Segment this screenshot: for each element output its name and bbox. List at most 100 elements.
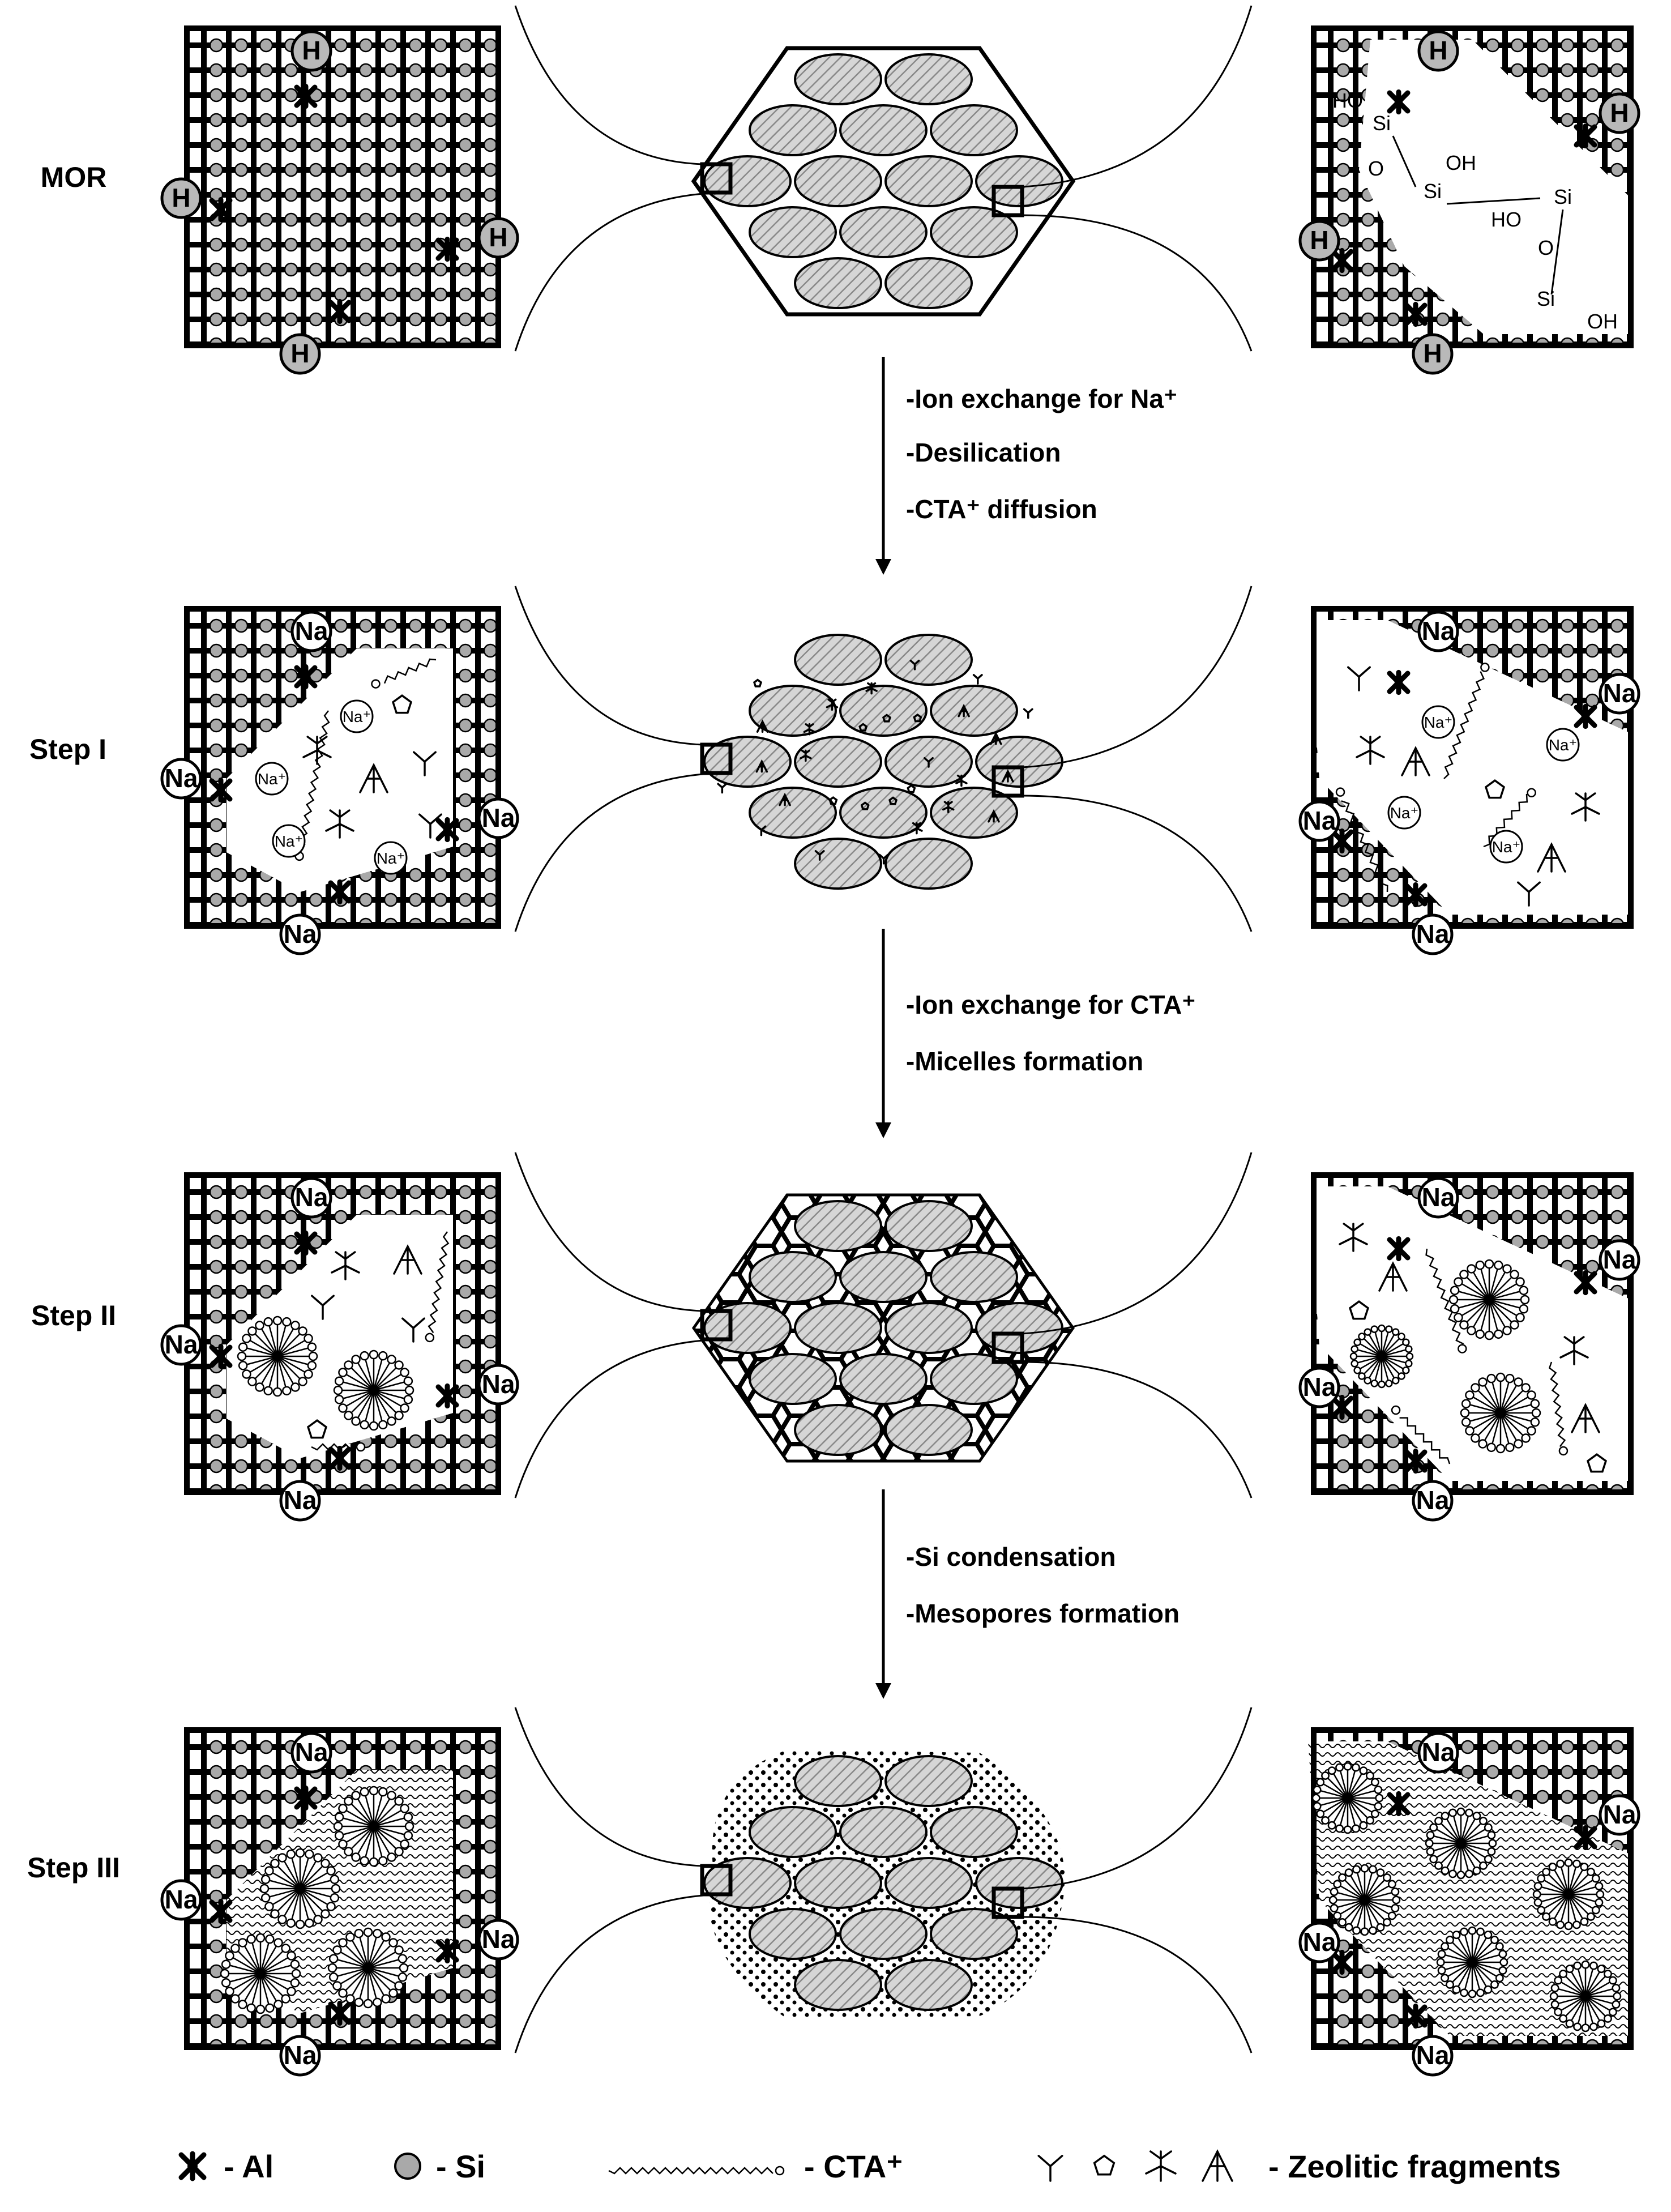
si-atom-icon <box>209 893 224 907</box>
crystallite <box>930 787 1018 839</box>
silanol-text: Si <box>1424 180 1442 203</box>
zeolitic-fragment-icon <box>401 1317 425 1343</box>
si-atom-icon <box>284 668 298 683</box>
sodium-ion: Na <box>279 1480 321 1522</box>
si-atom-icon <box>483 1989 498 2004</box>
si-atom-icon <box>458 1434 473 1449</box>
al-icon <box>1387 89 1411 115</box>
si-atom-icon <box>483 1790 498 1804</box>
proton-label: H <box>1429 36 1447 65</box>
si-atom-icon <box>1535 88 1550 103</box>
cta-surfactant-icon <box>1391 1405 1451 1464</box>
si-atom-icon <box>1560 1740 1575 1754</box>
si-atom-icon <box>1560 1790 1575 1804</box>
framework-border <box>1311 1172 1634 1495</box>
crystallite <box>930 1251 1018 1303</box>
si-atom-icon <box>1636 919 1648 931</box>
si-atom-icon <box>259 38 273 53</box>
sodium-ion: Na <box>477 1919 519 1961</box>
arrow-head <box>875 1122 891 1138</box>
si-atom-icon <box>1361 312 1375 327</box>
si-atom-icon <box>259 1765 273 1779</box>
si-atom-icon <box>1585 88 1600 103</box>
si-atom-icon <box>408 38 423 53</box>
proton-label: H <box>1423 339 1442 368</box>
si-atom-icon <box>458 2014 473 2029</box>
si-atom-icon <box>1636 39 1648 52</box>
si-atom-icon <box>309 262 323 277</box>
si-atom-icon <box>1510 1765 1525 1779</box>
si-atom-icon <box>1610 38 1625 53</box>
si-atom-icon <box>408 88 423 103</box>
si-atom-icon <box>309 237 323 252</box>
cta-surfactant-icon <box>1548 1361 1569 1456</box>
si-atom-icon <box>309 287 323 302</box>
si-atom-icon <box>1560 668 1575 683</box>
crystallite <box>749 104 837 156</box>
free-sodium-label: Na⁺ <box>1549 736 1578 754</box>
si-atom-icon <box>1336 1459 1351 1474</box>
zeolitic-fragment-icon <box>1339 1223 1368 1252</box>
free-sodium-ion: Na⁺ <box>374 841 408 875</box>
zeolite-framework <box>184 25 501 348</box>
si-atom-icon <box>284 2014 298 2029</box>
si-atom-icon <box>1636 1485 1648 1497</box>
si-atom-icon <box>209 2014 224 2029</box>
si-atom-icon <box>408 212 423 227</box>
si-atom-icon <box>433 287 448 302</box>
si-atom-icon <box>458 1889 473 1904</box>
crystallite <box>839 1908 928 1960</box>
zeolitic-fragment-icon <box>393 1244 422 1275</box>
free-sodium-ion: Na⁺ <box>1421 705 1455 739</box>
crystallite <box>749 206 837 258</box>
zeolitic-fragment-icon <box>1023 708 1033 719</box>
crystallite <box>839 787 928 839</box>
sodium-label: Na <box>1422 1737 1455 1767</box>
si-atom-icon <box>1485 643 1500 658</box>
step-label: MOR <box>41 161 107 193</box>
si-atom-icon <box>1636 64 1648 76</box>
micelle-icon <box>1349 1324 1414 1389</box>
si-atom-icon <box>458 1210 473 1224</box>
si-atom-icon <box>1560 113 1575 127</box>
free-sodium-label: Na⁺ <box>343 708 371 725</box>
si-atom-icon <box>234 1434 249 1449</box>
zeolitic-fragment-icon <box>325 809 354 839</box>
si-atom-icon <box>1636 1965 1648 1978</box>
arrow-head <box>875 1683 891 1699</box>
si-atom-icon <box>483 1235 498 1249</box>
si-atom-icon <box>1361 1409 1375 1424</box>
si-atom-icon <box>483 88 498 103</box>
zeolitic-fragment-icon <box>1347 666 1371 691</box>
si-atom-icon <box>259 138 273 152</box>
sodium-label: Na <box>1303 806 1336 835</box>
crystallite <box>839 104 928 156</box>
zeolitic-fragment-icon <box>942 801 955 813</box>
si-atom-icon <box>1485 1210 1500 1224</box>
si-atom-icon <box>383 893 398 907</box>
si-atom-icon <box>209 1864 224 1879</box>
legend-fragments-text: - Zeolitic fragments <box>1268 2149 1561 2184</box>
zeolitic-fragment-icon <box>828 796 838 805</box>
si-atom-icon <box>309 2014 323 2029</box>
si-atom-icon <box>209 1989 224 2004</box>
crystallite <box>930 1353 1018 1405</box>
micelle-icon <box>1328 1864 1401 1936</box>
si-atom-icon <box>209 1765 224 1779</box>
crystal <box>514 5 1253 352</box>
si-atom-icon <box>1610 1185 1625 1199</box>
zeolitic-fragment-icon <box>1571 1403 1600 1433</box>
zeolitic-fragment-icon <box>800 749 812 762</box>
al-icon <box>209 777 233 803</box>
si-atom-icon <box>1636 644 1648 657</box>
si-atom-icon <box>408 893 423 907</box>
si-atom-icon <box>284 693 298 708</box>
si-atom-icon <box>209 38 224 53</box>
si-atom-icon <box>209 262 224 277</box>
si-atom-icon <box>433 212 448 227</box>
si-atom-icon <box>209 88 224 103</box>
si-atom-icon <box>458 1459 473 1474</box>
si-atom-icon <box>234 1185 249 1199</box>
si-atom-icon <box>1361 287 1375 302</box>
proton-ion: H <box>290 30 332 72</box>
